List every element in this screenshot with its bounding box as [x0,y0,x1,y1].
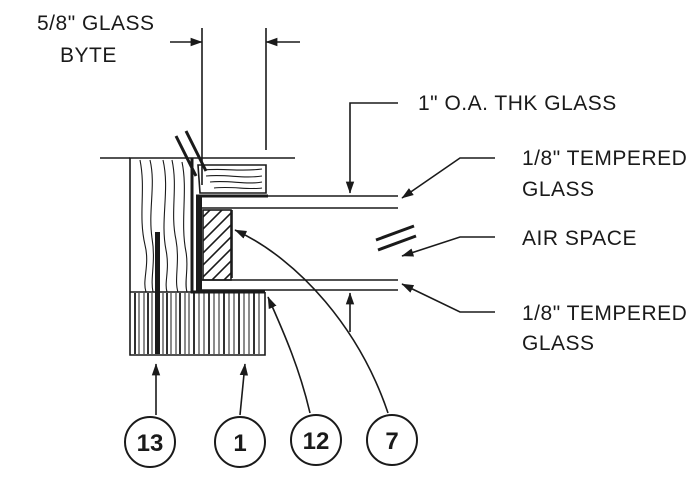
insulated-glass-unit [200,195,417,291]
glass-byte-dimension: 5/8" GLASS BYTE [37,12,300,185]
callout-1-number: 1 [233,430,246,457]
glass-byte-label-line1: 5/8" GLASS [37,12,155,35]
callout-13: 13 [124,416,176,468]
callout-7-number: 7 [385,428,398,455]
callout-1: 1 [214,416,266,468]
callout-12-number: 12 [303,428,330,455]
wood-frame [100,157,295,356]
glass-stop [174,130,267,194]
air-space-leader: AIR SPACE [401,227,637,257]
tempered-top-leader: 1/8" TEMPERED GLASS [401,147,687,201]
callout-12: 12 [290,414,342,466]
tempered-top-label-line2: GLASS [522,178,595,201]
glass-byte-label-line2: BYTE [60,44,117,67]
tempered-bottom-label-line2: GLASS [522,332,595,355]
spacer-block [202,209,232,281]
callout-13-number: 13 [137,430,164,457]
callout-leaders [151,229,389,416]
air-space-label: AIR SPACE [522,227,637,250]
tempered-bottom-label-line1: 1/8" TEMPERED [522,302,687,325]
tempered-bottom-leader: 1/8" TEMPERED GLASS [401,283,687,355]
overall-thickness-dimension: 1" O.A. THK GLASS [345,92,617,332]
oa-thk-label: 1" O.A. THK GLASS [418,92,617,115]
callout-7: 7 [366,414,418,466]
tempered-top-label-line1: 1/8" TEMPERED [522,147,687,170]
